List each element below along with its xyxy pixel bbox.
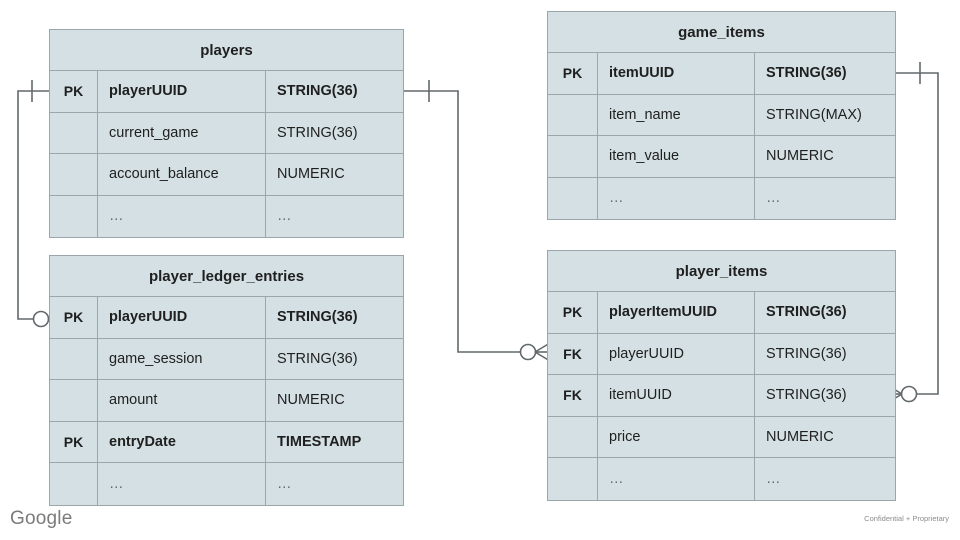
- row-data-type: TIMESTAMP: [277, 433, 362, 450]
- row-data-type: STRING(36): [766, 304, 847, 321]
- table-row[interactable]: game_session STRING(36): [50, 338, 403, 380]
- row-column-name: …: [98, 463, 266, 505]
- entity-title-player-ledger-entries: player_ledger_entries: [50, 256, 403, 297]
- row-key-badge: [548, 136, 598, 177]
- row-column-name: entryDate: [98, 421, 266, 462]
- row-column-name: playerUUID: [98, 297, 266, 338]
- entity-players[interactable]: players PK playerUUID STRING(36) current…: [49, 29, 404, 238]
- row-key-badge: [50, 380, 98, 421]
- table-row[interactable]: … …: [548, 458, 895, 500]
- row-key-badge: PK: [50, 297, 98, 338]
- table-row[interactable]: account_balance NUMERIC: [50, 154, 403, 196]
- row-key-badge: [50, 112, 98, 153]
- table-row[interactable]: PK playerUUID STRING(36): [50, 71, 403, 113]
- row-column-name: item_name: [598, 94, 755, 135]
- row-data-type: …: [766, 190, 782, 207]
- row-data-type: STRING(36): [277, 350, 358, 367]
- row-data-type: STRING(MAX): [766, 106, 862, 123]
- row-key-badge: [50, 154, 98, 195]
- table-row[interactable]: PK playerUUID STRING(36): [50, 297, 403, 339]
- row-key-badge: [548, 94, 598, 135]
- row-column-name: game_session: [98, 338, 266, 379]
- table-row[interactable]: PK itemUUID STRING(36): [548, 53, 895, 95]
- row-column-name: itemUUID: [598, 53, 755, 94]
- entity-title-player-items: player_items: [548, 251, 895, 292]
- row-column-name: …: [598, 458, 755, 500]
- table-row[interactable]: … …: [50, 463, 403, 505]
- row-data-type: STRING(36): [277, 83, 358, 100]
- table-row[interactable]: item_value NUMERIC: [548, 136, 895, 178]
- row-data-type: STRING(36): [277, 309, 358, 326]
- row-column-name: playerItemUUID: [598, 292, 755, 333]
- row-key-badge: [548, 458, 598, 500]
- row-data-type: STRING(36): [277, 124, 358, 141]
- row-data-type: NUMERIC: [277, 392, 345, 409]
- row-data-type: NUMERIC: [766, 428, 834, 445]
- row-key-badge: PK: [548, 292, 598, 333]
- confidentiality-note: Confidential + Proprietary: [864, 514, 949, 523]
- google-logo: Google: [10, 508, 73, 529]
- row-key-badge: [548, 177, 598, 219]
- row-column-name: playerUUID: [98, 71, 266, 112]
- table-row[interactable]: FK itemUUID STRING(36): [548, 375, 895, 417]
- row-data-type: STRING(36): [766, 345, 847, 362]
- table-row[interactable]: PK playerItemUUID STRING(36): [548, 292, 895, 334]
- row-key-badge: PK: [50, 421, 98, 462]
- table-row[interactable]: PK entryDate TIMESTAMP: [50, 421, 403, 463]
- row-data-type: …: [277, 475, 293, 492]
- row-column-name: playerUUID: [598, 333, 755, 374]
- table-row[interactable]: item_name STRING(MAX): [548, 94, 895, 136]
- row-column-name: current_game: [98, 112, 266, 153]
- row-column-name: …: [98, 195, 266, 237]
- entity-player-ledger-entries[interactable]: player_ledger_entries PK playerUUID STRI…: [49, 255, 404, 506]
- table-row[interactable]: … …: [548, 177, 895, 219]
- row-column-name: itemUUID: [598, 375, 755, 416]
- row-column-name: …: [598, 177, 755, 219]
- table-row[interactable]: price NUMERIC: [548, 416, 895, 458]
- table-row[interactable]: amount NUMERIC: [50, 380, 403, 422]
- row-key-badge: [50, 195, 98, 237]
- connector-players-player-items: [404, 80, 551, 362]
- entity-title-game-items: game_items: [548, 12, 895, 53]
- row-data-type: …: [277, 208, 293, 225]
- row-data-type: NUMERIC: [766, 148, 834, 165]
- entity-game-items[interactable]: game_items PK itemUUID STRING(36) item_n…: [547, 11, 896, 220]
- row-column-name: item_value: [598, 136, 755, 177]
- row-data-type: STRING(36): [766, 387, 847, 404]
- row-data-type: NUMERIC: [277, 166, 345, 183]
- row-key-badge: PK: [548, 53, 598, 94]
- table-row[interactable]: current_game STRING(36): [50, 112, 403, 154]
- row-key-badge: PK: [50, 71, 98, 112]
- row-key-badge: [50, 338, 98, 379]
- row-key-badge: [50, 463, 98, 505]
- entity-player-items[interactable]: player_items PK playerItemUUID STRING(36…: [547, 250, 896, 501]
- row-data-type: …: [766, 470, 782, 487]
- row-column-name: price: [598, 416, 755, 457]
- row-key-badge: FK: [548, 375, 598, 416]
- row-key-badge: [548, 416, 598, 457]
- row-column-name: account_balance: [98, 154, 266, 195]
- entity-title-players: players: [50, 30, 403, 71]
- row-data-type: STRING(36): [766, 65, 847, 82]
- row-key-badge: FK: [548, 333, 598, 374]
- row-column-name: amount: [98, 380, 266, 421]
- table-row[interactable]: … …: [50, 195, 403, 237]
- table-row[interactable]: FK playerUUID STRING(36): [548, 333, 895, 375]
